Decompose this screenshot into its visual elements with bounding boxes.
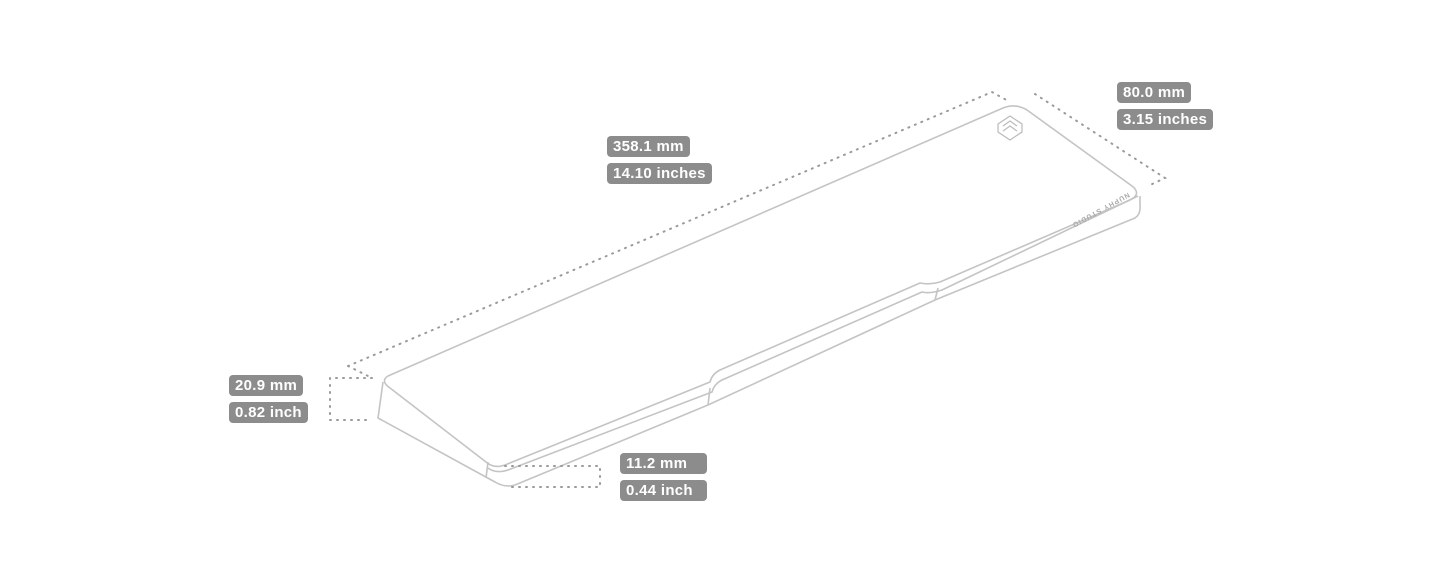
back-height-inches-label: 0.82 inch bbox=[229, 402, 308, 423]
length-mm-label: 358.1 mm bbox=[607, 136, 690, 157]
width-mm-label: 80.0 mm bbox=[1117, 82, 1192, 103]
length-dimension-line bbox=[347, 90, 1011, 379]
back-height-mm-label: 20.9 mm bbox=[229, 375, 304, 396]
width-inches-label: 3.15 inches bbox=[1117, 109, 1214, 130]
top-face-outline bbox=[383, 105, 1138, 468]
top-face-inner-edge bbox=[487, 195, 1139, 473]
bottom-edge bbox=[514, 196, 1141, 486]
width-dimension-line bbox=[1034, 93, 1168, 187]
front-height-inches-label: 0.44 inch bbox=[620, 480, 707, 501]
back-height-dimension-line bbox=[329, 377, 373, 421]
front-divider bbox=[485, 461, 489, 479]
nuphy-logo-icon bbox=[997, 115, 1023, 141]
length-inches-label: 14.10 inches bbox=[607, 163, 712, 184]
front-height-mm-label: 11.2 mm bbox=[620, 453, 707, 474]
front-height-dimension-line bbox=[504, 465, 601, 488]
left-side-panel bbox=[377, 381, 516, 487]
